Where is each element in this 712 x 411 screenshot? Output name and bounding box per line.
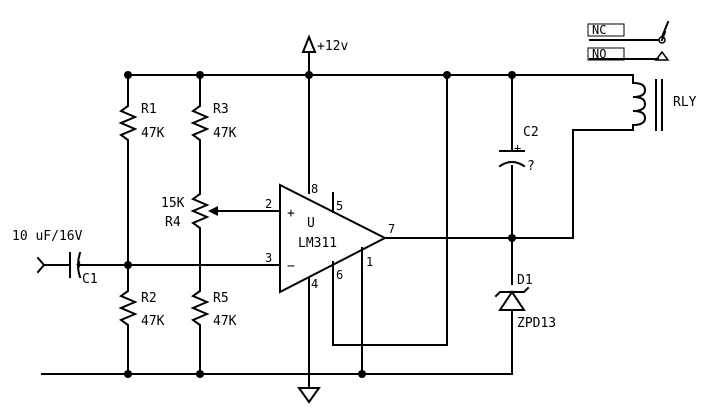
c2-ref: C2 xyxy=(523,125,539,140)
opamp-plus: + xyxy=(287,206,295,221)
r1-value: 47K xyxy=(141,126,165,141)
resistor-r2: R2 47K xyxy=(118,284,165,332)
pin-2: 2 xyxy=(265,197,272,211)
pin-5: 5 xyxy=(336,199,343,213)
r3-value: 47K xyxy=(213,126,237,141)
d1-part: ZPD13 xyxy=(517,316,556,331)
c2-plus-mark: + xyxy=(514,141,521,155)
r1-ref: R1 xyxy=(141,102,157,117)
supply-label: +12v xyxy=(317,39,348,54)
opamp-part: LM311 xyxy=(298,236,337,251)
c2-value: ? xyxy=(527,159,535,174)
r5-ref: R5 xyxy=(213,291,229,306)
capacitor-c1: + 10 uF/16V C1 xyxy=(12,229,98,287)
r4-value: 15K xyxy=(161,196,185,211)
pin-7: 7 xyxy=(388,222,395,236)
capacitor-c2: + C2 ? xyxy=(498,125,539,174)
c1-ref: C1 xyxy=(82,272,98,287)
ground-symbol xyxy=(297,387,321,404)
wires xyxy=(41,39,659,389)
pin-8: 8 xyxy=(311,182,318,196)
pin-1: 1 xyxy=(366,255,373,269)
c1-plus-mark: + xyxy=(76,257,83,271)
resistor-r5: R5 47K xyxy=(190,284,237,332)
supply-terminal: +12v xyxy=(301,34,348,54)
opamp-minus: − xyxy=(287,259,295,274)
relay-coil: RLY xyxy=(631,74,697,131)
r2-value: 47K xyxy=(141,314,165,329)
d1-ref: D1 xyxy=(517,273,533,288)
junctions xyxy=(124,71,516,378)
relay-no-label: NO xyxy=(592,47,606,61)
pin-6: 6 xyxy=(336,268,343,282)
comparator-lm311: + − U LM311 8 5 2 3 7 4 6 1 xyxy=(265,182,395,294)
r4-ref: R4 xyxy=(165,215,181,230)
resistor-r1: R1 47K xyxy=(118,99,165,147)
c1-value: 10 uF/16V xyxy=(12,229,83,244)
r3-ref: R3 xyxy=(213,102,229,117)
relay-contacts: NC NO xyxy=(587,20,670,61)
resistor-r3: R3 47K xyxy=(190,99,237,147)
pin-3: 3 xyxy=(265,251,272,265)
r5-value: 47K xyxy=(213,314,237,329)
relay-ref: RLY xyxy=(673,95,697,110)
relay-nc-label: NC xyxy=(592,23,606,37)
zener-diode-d1: D1 ZPD13 xyxy=(494,273,556,331)
r2-ref: R2 xyxy=(141,291,157,306)
opamp-ref: U xyxy=(307,216,315,231)
potentiometer-r4: 15K R4 xyxy=(161,186,218,241)
pin-4: 4 xyxy=(311,277,318,291)
